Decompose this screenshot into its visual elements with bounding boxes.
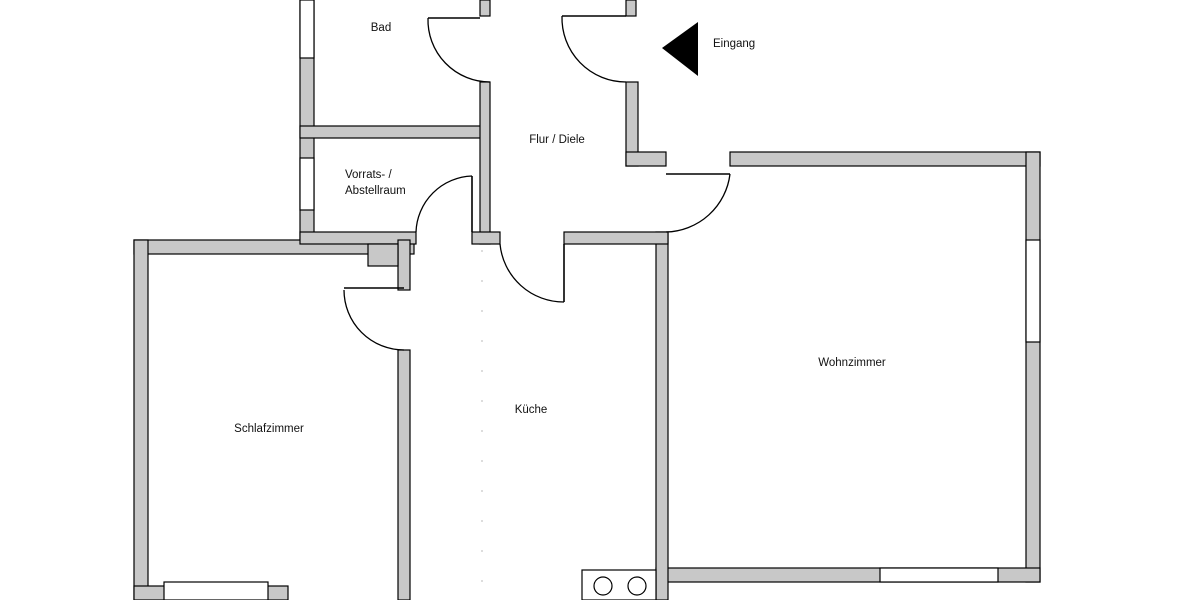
door-swing-bad (427, 17, 491, 83)
label-flur: Flur / Diele (529, 134, 585, 146)
window-bad (299, 0, 315, 59)
window-living-east (1025, 239, 1041, 343)
label-eingang: Eingang (713, 38, 755, 50)
window-storage (299, 157, 315, 211)
wall-kitchen-living (655, 231, 669, 600)
window-living-south (879, 567, 999, 583)
shaft-block (367, 243, 399, 267)
label-schlafzimmer: Schlafzimmer (234, 423, 304, 435)
label-vorrats-line2: Abstellraum (345, 185, 406, 197)
label-vorrats-line1: Vorrats- / (345, 169, 392, 181)
label-wohnzimmer: Wohnzimmer (818, 357, 886, 369)
wall-kitchen-top-left (471, 231, 501, 245)
wall-stub-bad-top (479, 0, 491, 17)
wall-bedroom-kitchen (397, 349, 411, 600)
entrance-arrow-icon (662, 22, 698, 76)
room-labels: Bad Eingang Flur / Diele Vorrats- / Abst… (234, 22, 886, 435)
door-swing-living (665, 173, 731, 233)
wall-storage-bottom (299, 231, 417, 245)
stove-icon (581, 569, 657, 600)
window-bedroom-south (163, 581, 269, 600)
wall-bad-storage (299, 125, 483, 139)
wall-living-top (729, 151, 1041, 167)
door-swing-kitchen (499, 243, 565, 303)
wall-bedroom-kitchen-upper (397, 239, 411, 291)
wall-stub-entry-top (625, 0, 637, 17)
wall-kitchen-top-right (563, 231, 669, 245)
walls (133, 0, 1041, 600)
label-kueche: Küche (515, 404, 548, 416)
wall-living-top-left (625, 151, 667, 167)
windows (163, 0, 1041, 600)
wall-flur-west (479, 81, 491, 245)
label-bad: Bad (371, 22, 391, 34)
door-swing-entrance (561, 15, 627, 83)
doors (343, 15, 731, 351)
door-swing-storage (415, 175, 473, 233)
wall-living-east (1025, 151, 1041, 583)
door-swing-bedroom (343, 289, 405, 351)
wall-bedroom-west (133, 239, 149, 600)
